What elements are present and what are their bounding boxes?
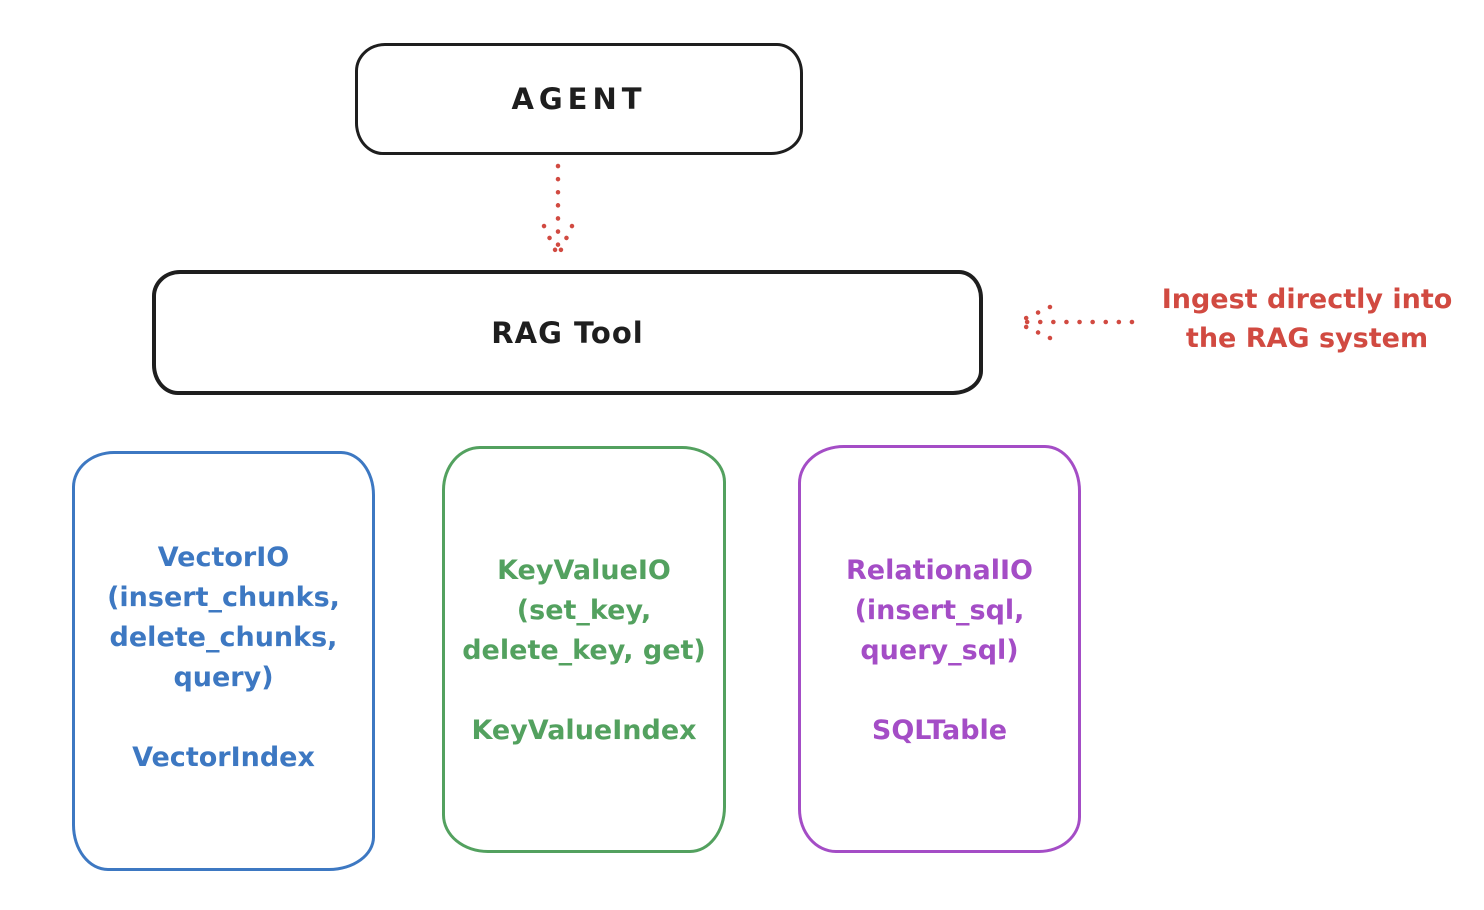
spacer: [75, 698, 372, 738]
vector-io-title: VectorIO: [157, 542, 290, 573]
spacer: [445, 671, 723, 711]
vector-io-methods-line-2: delete_chunks,: [109, 622, 338, 653]
keyvalue-io-node: KeyValueIO (set_key, delete_key, get) Ke…: [442, 446, 726, 853]
ingest-annotation: Ingest directly into the RAG system: [1130, 280, 1484, 358]
vector-io-methods-line-3: query): [173, 662, 274, 693]
ingest-arrow-icon: [1019, 304, 1135, 341]
relational-io-methods-line-2: query_sql): [860, 635, 1019, 666]
sql-table-label: SQLTable: [871, 715, 1008, 746]
ingest-annotation-line-1: Ingest directly into: [1161, 284, 1453, 315]
keyvalue-io-methods-line-1: (set_key,: [516, 595, 652, 626]
relational-io-title: RelationalIO: [846, 555, 1033, 586]
vector-io-node: VectorIO (insert_chunks, delete_chunks, …: [72, 451, 375, 871]
vector-io-methods-line-1: (insert_chunks,: [107, 582, 340, 613]
relational-io-methods-line-1: (insert_sql,: [854, 595, 1025, 626]
keyvalue-io-methods-line-2: delete_key, get): [462, 635, 706, 666]
rag-tool-label: RAG Tool: [491, 315, 644, 350]
relational-io-node: RelationalIO (insert_sql, query_sql) SQL…: [798, 445, 1081, 853]
keyvalue-index-label: KeyValueIndex: [471, 715, 697, 746]
agent-label: AGENT: [511, 82, 647, 116]
vector-index-label: VectorIndex: [132, 742, 315, 773]
agent-to-ragtool-arrow-icon: [541, 163, 575, 257]
agent-node: AGENT: [355, 43, 803, 155]
keyvalue-io-title: KeyValueIO: [497, 555, 671, 586]
ingest-annotation-line-2: the RAG system: [1185, 323, 1429, 354]
rag-tool-node: RAG Tool: [152, 270, 983, 395]
spacer: [801, 671, 1078, 711]
